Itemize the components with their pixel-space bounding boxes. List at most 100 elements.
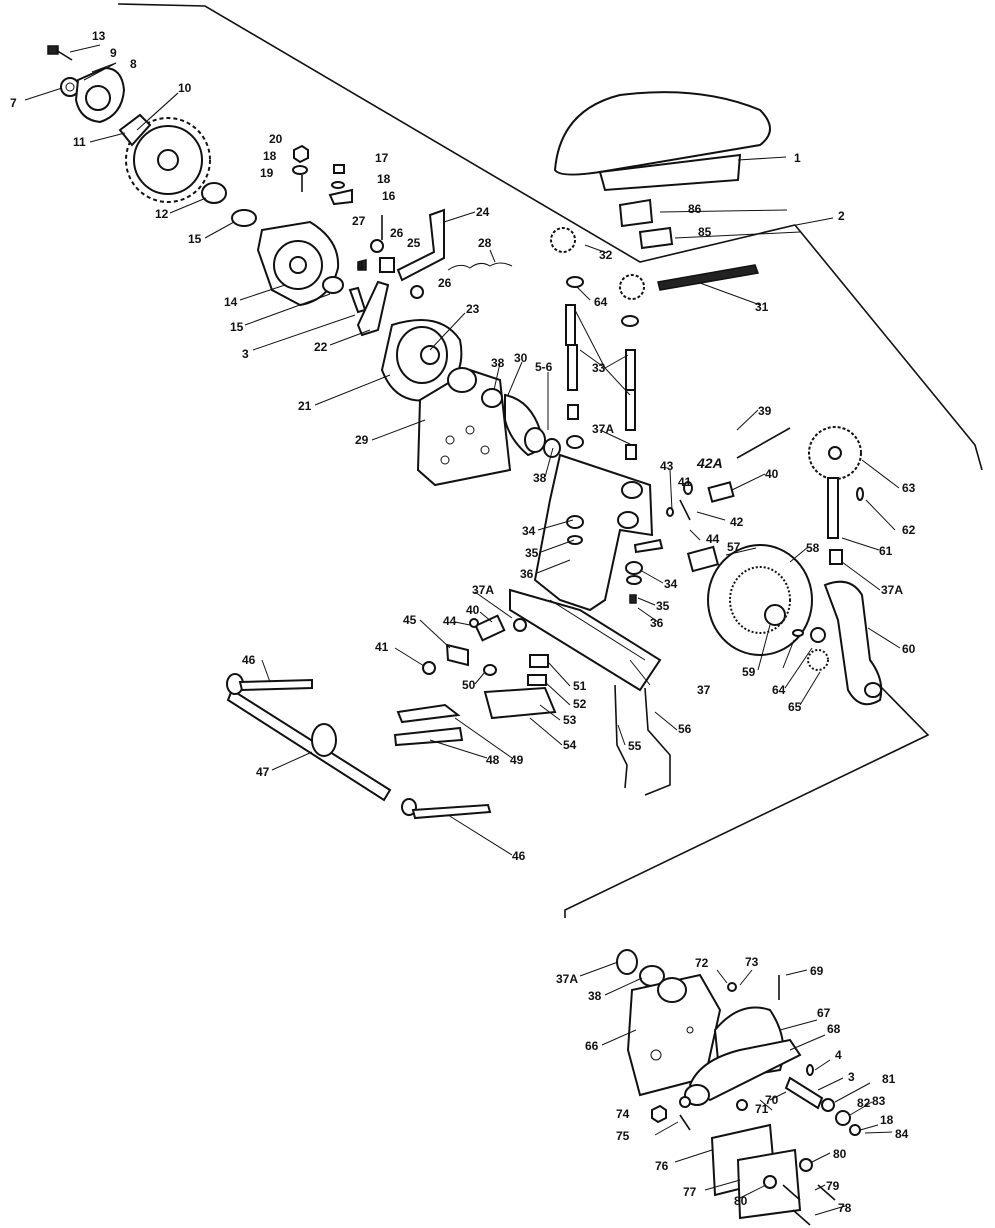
callout-15-b: 15 (230, 320, 244, 334)
callout-18-b: 18 (377, 172, 391, 186)
callout-68: 68 (827, 1022, 841, 1036)
plate-29 (416, 367, 561, 487)
callout-79: 79 (826, 1179, 840, 1193)
callout-73: 73 (745, 955, 759, 969)
callout-34-b: 34 (664, 577, 678, 591)
callout-43: 43 (660, 459, 674, 473)
callout-42A: 42A (696, 455, 723, 471)
lever-and-hub (356, 280, 463, 402)
callout-37A-a: 37A (592, 422, 614, 436)
right-mid-parts (666, 427, 791, 573)
sprocket-assembly (47, 45, 367, 314)
callout-62: 62 (902, 523, 916, 537)
callout-39: 39 (758, 404, 772, 418)
callout-1: 1 (794, 151, 801, 165)
callout-27: 27 (352, 214, 366, 228)
callout-50: 50 (462, 678, 476, 692)
callout-84: 84 (895, 1127, 909, 1141)
callout-17: 17 (375, 151, 389, 165)
callout-33-a: 33 (592, 361, 606, 375)
callout-38-a: 38 (491, 356, 505, 370)
callout-71: 71 (755, 1102, 769, 1116)
gear-shaft-arm (808, 426, 883, 706)
callout-83: 83 (872, 1094, 886, 1108)
bottom-assembly (616, 949, 861, 1226)
callout-11: 11 (73, 135, 86, 149)
callout-37A-d: 37A (556, 972, 578, 986)
callout-40-a: 40 (765, 467, 779, 481)
callout-49: 49 (510, 753, 524, 767)
main-frame-37 (509, 435, 664, 692)
callout-37: 37 (697, 683, 711, 697)
callout-80-b: 80 (734, 1194, 748, 1208)
callout-3-b: 3 (848, 1070, 855, 1084)
callout-25: 25 (407, 236, 421, 250)
callout-66: 66 (585, 1039, 599, 1053)
callout-23: 23 (466, 302, 480, 316)
callout-41-a: 41 (678, 475, 692, 489)
callout-15-a: 15 (188, 232, 202, 246)
callout-29: 29 (355, 433, 369, 447)
callout-70: 70 (765, 1093, 779, 1107)
callout-4-b: 4 (835, 1048, 842, 1062)
callout-13: 13 (92, 29, 106, 43)
callout-59: 59 (742, 665, 756, 679)
callout-77: 77 (683, 1185, 697, 1199)
callout-54: 54 (563, 738, 577, 752)
callout-labels: 1 2 3 4 5-6 7 8 9 10 11 12 13 14 15 15 1… (10, 29, 916, 1215)
callout-26-a: 26 (390, 226, 404, 240)
callout-40-b: 40 (466, 603, 480, 617)
callout-41-b: 41 (375, 640, 389, 654)
leader-lines (24, 44, 901, 1216)
callout-38-c: 38 (588, 989, 602, 1003)
callout-22: 22 (314, 340, 328, 354)
callout-34-a: 34 (522, 524, 536, 538)
callout-8: 8 (130, 57, 137, 71)
callout-36-a: 36 (520, 567, 534, 581)
callout-61: 61 (879, 544, 893, 558)
callout-30: 30 (514, 351, 528, 365)
callout-44-a: 44 (706, 532, 720, 546)
callout-18-a: 18 (263, 149, 277, 163)
callout-65: 65 (788, 700, 802, 714)
callout-56: 56 (678, 722, 692, 736)
cover-1 (553, 91, 771, 250)
callout-69: 69 (810, 964, 824, 978)
callout-44-b: 44 (443, 614, 457, 628)
callout-72: 72 (695, 956, 709, 970)
callout-5-6: 5-6 (535, 360, 553, 374)
callout-12: 12 (155, 207, 169, 221)
callout-36-b: 36 (650, 616, 664, 630)
callout-24: 24 (476, 205, 490, 219)
callout-53: 53 (563, 713, 577, 727)
callout-75: 75 (616, 1129, 630, 1143)
callout-80-a: 80 (833, 1147, 847, 1161)
callout-3: 3 (242, 347, 249, 361)
callout-35-a: 35 (525, 546, 539, 560)
callout-64-a: 64 (594, 295, 608, 309)
callout-78: 78 (838, 1201, 852, 1215)
callout-10: 10 (178, 81, 192, 95)
callout-81: 81 (882, 1072, 896, 1086)
callout-57: 57 (727, 540, 741, 554)
callout-76: 76 (655, 1159, 669, 1173)
lower-middle-parts (393, 614, 671, 796)
callout-45: 45 (403, 613, 417, 627)
sprockets-and-pins (550, 227, 760, 460)
callout-32: 32 (599, 248, 613, 262)
callout-35-b: 35 (656, 599, 670, 613)
callout-85: 85 (698, 225, 712, 239)
callout-55: 55 (628, 739, 642, 753)
callout-86: 86 (688, 202, 702, 216)
callout-46-b: 46 (512, 849, 526, 863)
callout-38-b: 38 (533, 471, 547, 485)
callout-60: 60 (902, 642, 916, 656)
callout-82: 82 (857, 1096, 871, 1110)
small-hardware (292, 144, 513, 299)
callout-51: 51 (573, 679, 587, 693)
callout-46-a: 46 (242, 653, 256, 667)
callout-16: 16 (382, 189, 396, 203)
callout-26-b: 26 (438, 276, 452, 290)
callout-2: 2 (838, 209, 845, 223)
